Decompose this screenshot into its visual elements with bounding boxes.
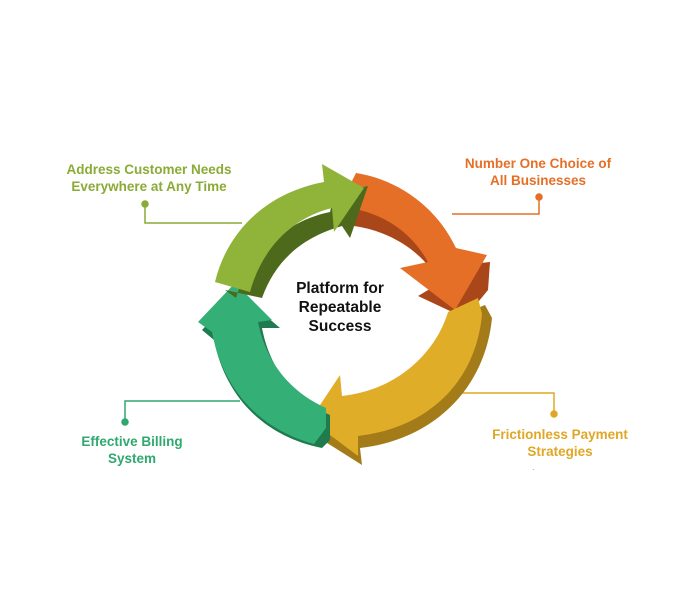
label-frictionless: Frictionless Payment Strategies — [472, 426, 648, 460]
center-line-1: Platform for — [296, 280, 384, 297]
yellow-arrow — [310, 298, 492, 465]
label-address: Address Customer Needs Everywhere at Any… — [56, 161, 242, 195]
teal-arrow — [198, 283, 330, 448]
leader-number-one — [452, 193, 543, 215]
label-number-one-line-2: All Businesses — [489, 173, 587, 188]
green-arrow — [215, 164, 368, 298]
label-billing-line-2: System — [107, 451, 157, 466]
label-address-line-2: Everywhere at Any Time — [71, 179, 227, 194]
center-line-3: Success — [308, 318, 372, 335]
center-title: Platform for Repeatable Success — [280, 279, 400, 336]
center-line-2: Repeatable — [298, 299, 382, 316]
label-billing: Effective Billing System — [60, 433, 204, 467]
label-number-one: Number One Choice of All Businesses — [448, 155, 628, 189]
label-frictionless-line-2: Strategies — [527, 444, 593, 459]
leader-billing — [121, 400, 240, 426]
tiny-mark: . — [532, 462, 535, 472]
leader-address — [141, 200, 242, 224]
label-billing-line-1: Effective Billing — [81, 434, 183, 449]
label-frictionless-line-1: Frictionless Payment — [492, 427, 628, 442]
leader-frictionless — [462, 392, 558, 418]
orange-arrow — [345, 173, 490, 318]
label-address-line-1: Address Customer Needs — [66, 162, 232, 177]
label-number-one-line-1: Number One Choice of — [464, 156, 612, 171]
